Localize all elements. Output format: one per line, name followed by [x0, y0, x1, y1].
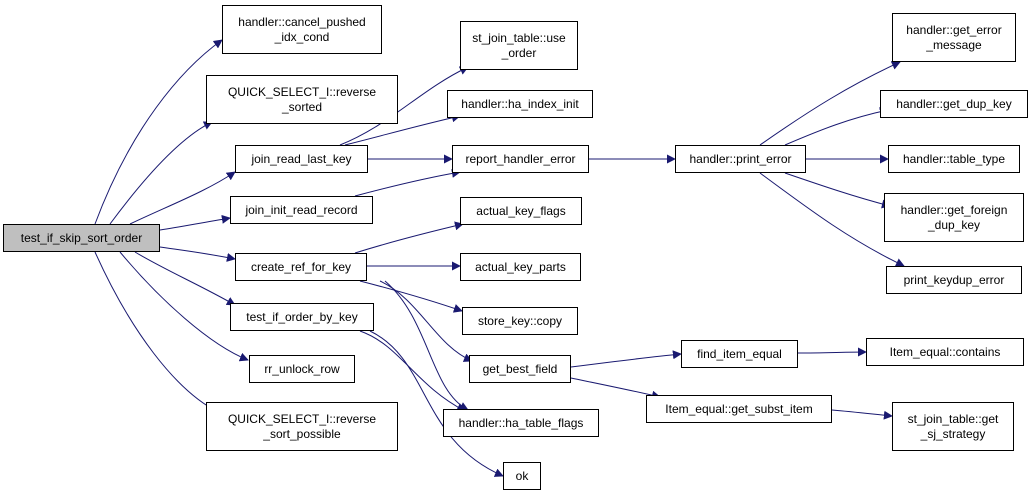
edge-root-to-qsrev [109, 121, 213, 225]
node-handler-ha-table-flags[interactable]: handler::ha_table_flags [443, 409, 599, 437]
edge-fie-to-iec [797, 347, 867, 357]
node-join-init-read-record[interactable]: join_init_read_record [230, 196, 373, 224]
node-item-equal-get-subst-item[interactable]: Item_equal::get_subst_item [646, 395, 832, 423]
node-create-ref-for-key[interactable]: create_ref_for_key [235, 253, 367, 281]
edge-jrlk-to-sjtuo [339, 66, 469, 146]
edge-hpe-to-pkde [759, 172, 905, 267]
edge-crfk-to-skc [359, 280, 463, 313]
node-handler-print-error[interactable]: handler::print_error [675, 145, 806, 173]
edge-jrlk-to-haii [344, 113, 461, 146]
node-st-join-table-use-order[interactable]: st_join_table::use _order [460, 21, 578, 70]
node-print-keydup-error[interactable]: print_keydup_error [886, 266, 1022, 294]
node-join-read-last-key[interactable]: join_read_last_key [235, 145, 368, 173]
node-quick-select-reverse-sort-possible[interactable]: QUICK_SELECT_I::reverse _sort_possible [206, 402, 398, 451]
edge-iegsi-to-sjtgss [831, 409, 893, 420]
node-test-if-skip-sort-order: test_if_skip_sort_order [3, 224, 160, 252]
node-handler-get-dup-key[interactable]: handler::get_dup_key [880, 90, 1028, 118]
node-item-equal-contains[interactable]: Item_equal::contains [866, 338, 1024, 366]
edge-crfk-to-gbf [379, 280, 473, 362]
edge-tiobk-to-htf [359, 330, 466, 412]
node-get-best-field[interactable]: get_best_field [469, 355, 571, 383]
edge-root-to-tiobk [134, 251, 236, 306]
node-actual-key-flags[interactable]: actual_key_flags [460, 197, 582, 225]
edge-gbf-to-fie [570, 350, 682, 368]
edge-tiobk-to-ok [369, 330, 504, 477]
edge-hpe-to-hgfdk [784, 172, 891, 209]
edge-crfk-to-akf [354, 221, 464, 254]
edge-root-to-qsrsp [94, 251, 219, 413]
edge-jirr-to-rhe [354, 168, 461, 197]
node-actual-key-parts[interactable]: actual_key_parts [460, 253, 581, 281]
edge-hpe-to-hgdk [784, 107, 889, 146]
edge-root-to-crfk [159, 246, 236, 262]
node-test-if-order-by-key[interactable]: test_if_order_by_key [230, 303, 374, 331]
edge-root-to-jirr [159, 214, 231, 231]
node-handler-get-error-message[interactable]: handler::get_error _message [892, 13, 1016, 62]
edge-root-to-cancel [94, 39, 223, 225]
node-rr-unlock-row[interactable]: rr_unlock_row [249, 355, 355, 383]
node-st-join-table-get-sj-strategy[interactable]: st_join_table::get _sj_strategy [892, 402, 1014, 451]
node-handler-get-foreign-dup-key[interactable]: handler::get_foreign _dup_key [884, 193, 1024, 242]
edge-root-to-rrul [119, 251, 249, 362]
node-ok[interactable]: ok [503, 462, 541, 490]
edge-gbf-to-iegsi [570, 377, 661, 400]
node-handler-ha-index-init[interactable]: handler::ha_index_init [447, 90, 593, 118]
node-find-item-equal[interactable]: find_item_equal [681, 340, 798, 368]
node-quick-select-reverse-sorted[interactable]: QUICK_SELECT_I::reverse _sorted [206, 75, 398, 124]
node-report-handler-error[interactable]: report_handler_error [452, 145, 589, 173]
node-handler-cancel-pushed-idx-cond[interactable]: handler::cancel_pushed _idx_cond [222, 5, 382, 54]
node-handler-table-type[interactable]: handler::table_type [888, 145, 1020, 173]
edge-crfk-to-htf [384, 280, 469, 411]
edge-hpe-to-hgem [759, 61, 901, 146]
edge-root-to-jrlk [129, 171, 236, 225]
node-store-key-copy[interactable]: store_key::copy [462, 307, 578, 335]
